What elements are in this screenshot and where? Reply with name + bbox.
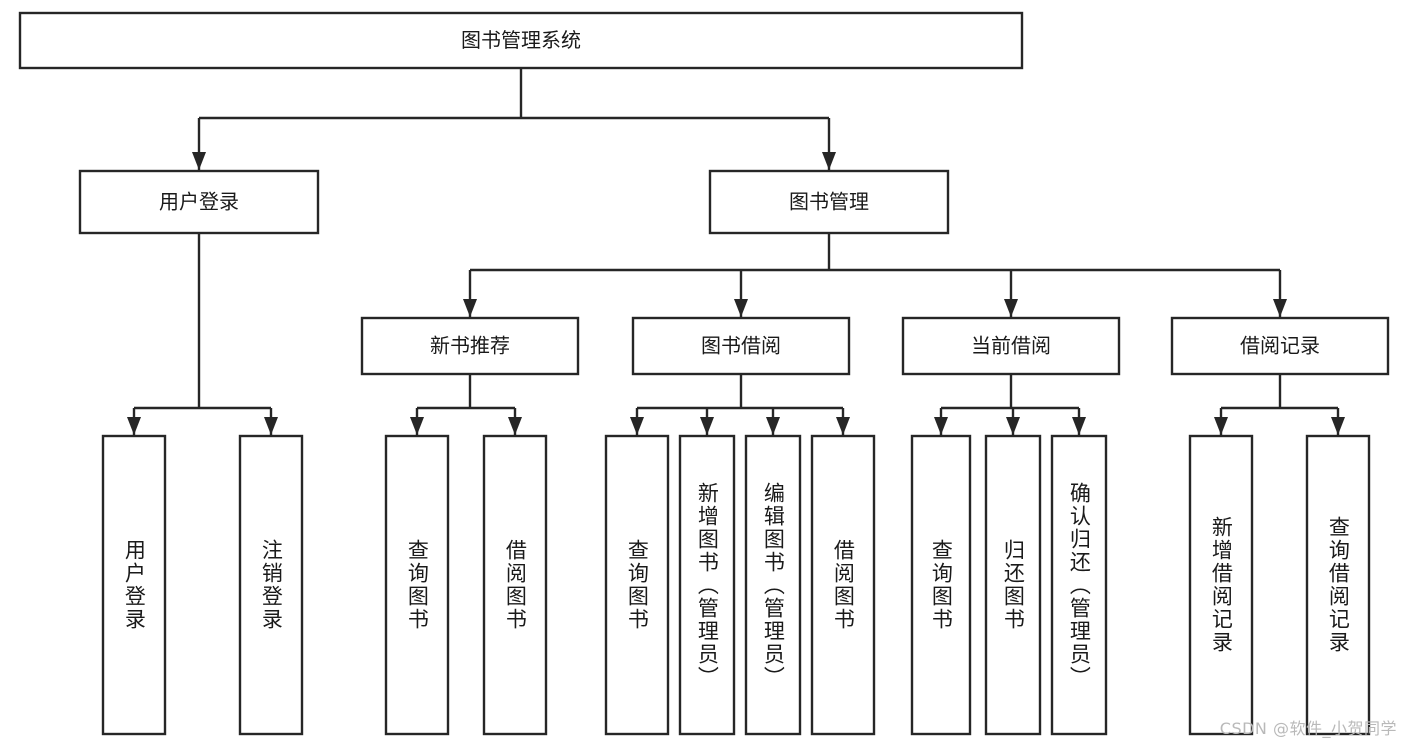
arrow-head-icon-leaf-add-record [1214, 417, 1228, 435]
node-leaf-box-leaf-add-record[interactable] [1188, 434, 1254, 736]
node-level2-label-book-manage: 图书管理 [789, 190, 869, 214]
node-level3-box-book-borrow[interactable] [631, 316, 851, 376]
node-leaf-box-leaf-borrow-book-2[interactable] [810, 434, 876, 736]
arrow-head-icon-leaf-edit-book [766, 417, 780, 435]
arrow-head-icon-l3-2 [1004, 299, 1018, 317]
boxes-layer [18, 11, 1390, 736]
node-leaf-box-leaf-query-book-2[interactable] [604, 434, 670, 736]
arrow-head-icon-l2-0 [192, 152, 206, 170]
node-root-label: 图书管理系统 [461, 28, 581, 52]
node-leaf-box-leaf-query-book-3[interactable] [910, 434, 972, 736]
arrow-head-icon-l3-3 [1273, 299, 1287, 317]
arrow-head-icon-leaf-query-book-1 [410, 417, 424, 435]
node-leaf-box-leaf-return-book[interactable] [984, 434, 1042, 736]
node-leaf-box-leaf-add-book[interactable] [678, 434, 736, 736]
arrow-head-icon-leaf-query-book-3 [934, 417, 948, 435]
node-leaf-box-leaf-user-login[interactable] [101, 434, 167, 736]
arrow-head-icon-l3-0 [463, 299, 477, 317]
node-level3-label-book-borrow: 图书借阅 [701, 334, 781, 358]
node-level3-box-new-book-rec[interactable] [360, 316, 580, 376]
node-root-box[interactable] [18, 11, 1024, 70]
node-level3-label-current-borrow: 当前借阅 [971, 334, 1051, 358]
node-leaf-box-leaf-query-record[interactable] [1305, 434, 1371, 736]
node-level2-label-user-login: 用户登录 [159, 190, 239, 214]
arrow-head-icon-leaf-query-record [1331, 417, 1345, 435]
node-leaf-box-leaf-confirm-return[interactable] [1050, 434, 1108, 736]
arrow-head-icon-leaf-confirm-return [1072, 417, 1086, 435]
arrow-head-icon-leaf-add-book [700, 417, 714, 435]
node-level3-box-borrow-record[interactable] [1170, 316, 1390, 376]
node-level3-label-borrow-record: 借阅记录 [1240, 334, 1320, 358]
connectors-layer [127, 68, 1345, 435]
node-leaf-box-leaf-edit-book[interactable] [744, 434, 802, 736]
arrow-head-icon-leaf-query-book-2 [630, 417, 644, 435]
node-level2-box-book-manage[interactable] [708, 169, 950, 235]
arrow-head-icon-leaf-return-book [1006, 417, 1020, 435]
arrow-head-icon-leaf-borrow-book-2 [836, 417, 850, 435]
node-leaf-box-leaf-query-book-1[interactable] [384, 434, 450, 736]
arrow-head-icon-leaf-borrow-book-1 [508, 417, 522, 435]
arrow-head-icon-leaf-user-login [127, 417, 141, 435]
node-level2-box-user-login[interactable] [78, 169, 320, 235]
node-leaf-box-leaf-borrow-book-1[interactable] [482, 434, 548, 736]
node-level3-label-new-book-rec: 新书推荐 [430, 334, 510, 358]
node-level3-box-current-borrow[interactable] [901, 316, 1121, 376]
node-leaf-box-leaf-logout[interactable] [238, 434, 304, 736]
arrow-head-icon-l3-1 [734, 299, 748, 317]
arrow-head-icon-l2-1 [822, 152, 836, 170]
arrow-head-icon-leaf-logout [264, 417, 278, 435]
